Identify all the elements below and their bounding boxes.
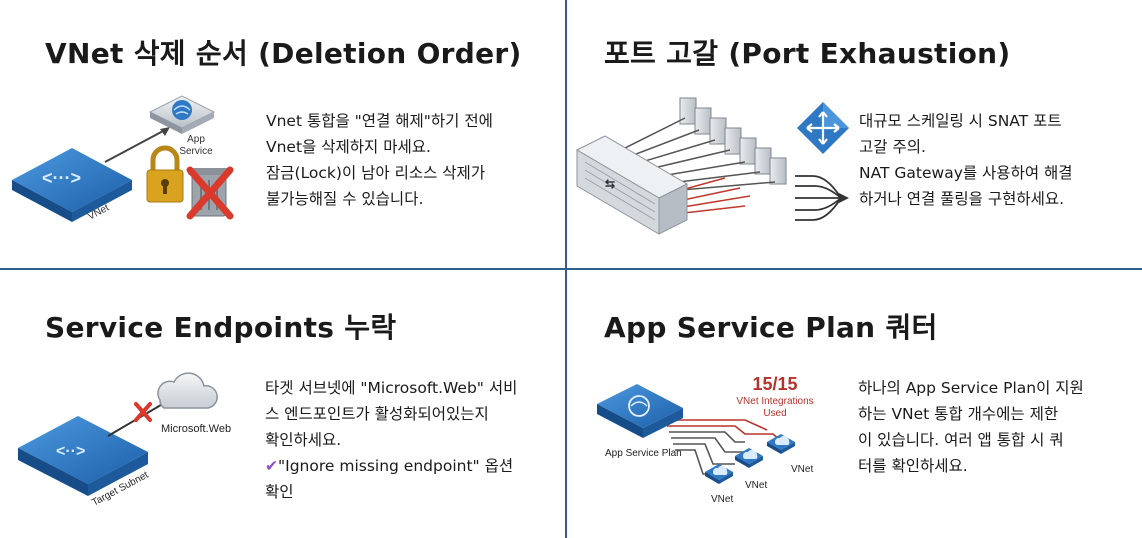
app-service-plan-text: 하나의 App Service Plan이 지원 하는 VNet 통합 개수에는… [858,375,1084,479]
svg-text:Service: Service [179,146,213,157]
text-line: 하나의 App Service Plan이 지원 [858,379,1084,397]
plan-label: App Service Plan [605,448,682,459]
text-line: 타겟 서브넷에 "Microsoft.Web" 서비 [265,379,518,397]
vnet-deletion-text: Vnet 통합을 "연결 해제"하기 전에 Vnet을 삭제하지 마세요. 잠금… [266,108,493,212]
svg-text:⇆: ⇆ [605,177,615,191]
text-line: NAT Gateway를 사용하여 해결 [859,164,1073,182]
integration-lines [665,419,781,475]
text-line: 터를 확인하세요. [858,457,968,475]
vnet-label: VNet [711,494,733,505]
text-line: 이 있습니다. 여러 앱 통합 시 쿼 [858,431,1064,449]
service-endpoints-title: Service Endpoints 누락 [45,311,397,344]
check-line: ✔"Ignore missing endpoint" 옵션 [265,453,517,479]
vnet-tile-icon: <···> VNet [12,148,132,223]
text-line: 확인하세요. [265,431,342,449]
vnet-label: VNet [791,464,813,475]
service-endpoints-illustration: <··> Target Subnet Microsoft.Web [18,372,231,509]
app-service-plan-illustration: 15/15 VNet Integrations Used App Service… [597,374,814,505]
text-line: Vnet을 삭제하지 마세요. [266,138,431,156]
quota-caption-2: Used [763,408,786,419]
text-line: 잠금(Lock)이 남아 리소스 삭제가 [266,164,486,182]
server-rack-icons [679,97,787,185]
port-exhaustion-title: 포트 고갈 (Port Exhaustion) [604,37,1011,70]
lock-icon [146,145,184,203]
vnet-cloud-tile-icon [705,464,733,484]
text-line: Vnet 통합을 "연결 해제"하기 전에 [266,112,493,130]
svg-text:App: App [187,134,205,145]
app-service-plan-tile-icon [597,384,683,438]
blocked-x-icon [134,402,152,422]
nat-gateway-device-icon: ⇆ [575,135,689,235]
text-line: 하는 VNet 통합 개수에는 제한 [858,405,1059,423]
svg-text:Microsoft.Web: Microsoft.Web [161,423,231,435]
scale-and-fanout-icons [795,102,849,221]
text-line: 대규모 스케일링 시 SNAT 포트 [859,112,1062,130]
connection-pooling-icon [795,175,849,221]
svg-text:<··>: <··> [56,443,85,460]
target-subnet-tile-icon: <··> Target Subnet [18,416,151,509]
quota-count: 15/15 [752,374,797,394]
text-line: 불가능해질 수 있습니다. [266,190,424,208]
connection-arrow [104,129,166,163]
horizontal-divider [0,268,1142,270]
service-endpoints-text: 타겟 서브넷에 "Microsoft.Web" 서비 스 엔드포인트가 활성화되… [265,375,517,505]
vnet-deletion-title: VNet 삭제 순서 (Deletion Order) [45,37,522,70]
text-line: 확인 [265,483,294,501]
cloud-icon [157,372,218,409]
text-line: 하거나 연결 풀링을 구현하세요. [859,190,1065,208]
vnet-label: VNet [745,480,767,491]
vnet-cloud-tile-icon [735,448,763,468]
text-line: 스 엔드포인트가 활성화되어있는지 [265,405,489,423]
app-service-icon: App Service [148,95,216,157]
text-line: 고갈 주의. [859,138,926,156]
port-exhaustion-text: 대규모 스케일링 시 SNAT 포트 고갈 주의. NAT Gateway를 사… [859,108,1073,212]
check-line-label: "Ignore missing endpoint" 옵션 [278,457,514,475]
trash-delete-icon [186,166,234,220]
vnet-deletion-illustration: <···> VNet App Service [12,95,234,223]
port-exhaustion-illustration: ⇆ [575,97,787,235]
svg-text:<···>: <···> [42,168,81,188]
load-balancer-diamond-icon [797,102,849,154]
vnet-cloud-tile-icon [767,434,795,454]
app-service-plan-title: App Service Plan 쿼터 [604,311,938,344]
checkmark-icon: ✔ [265,457,278,475]
quota-caption-1: VNet Integrations [736,396,813,407]
